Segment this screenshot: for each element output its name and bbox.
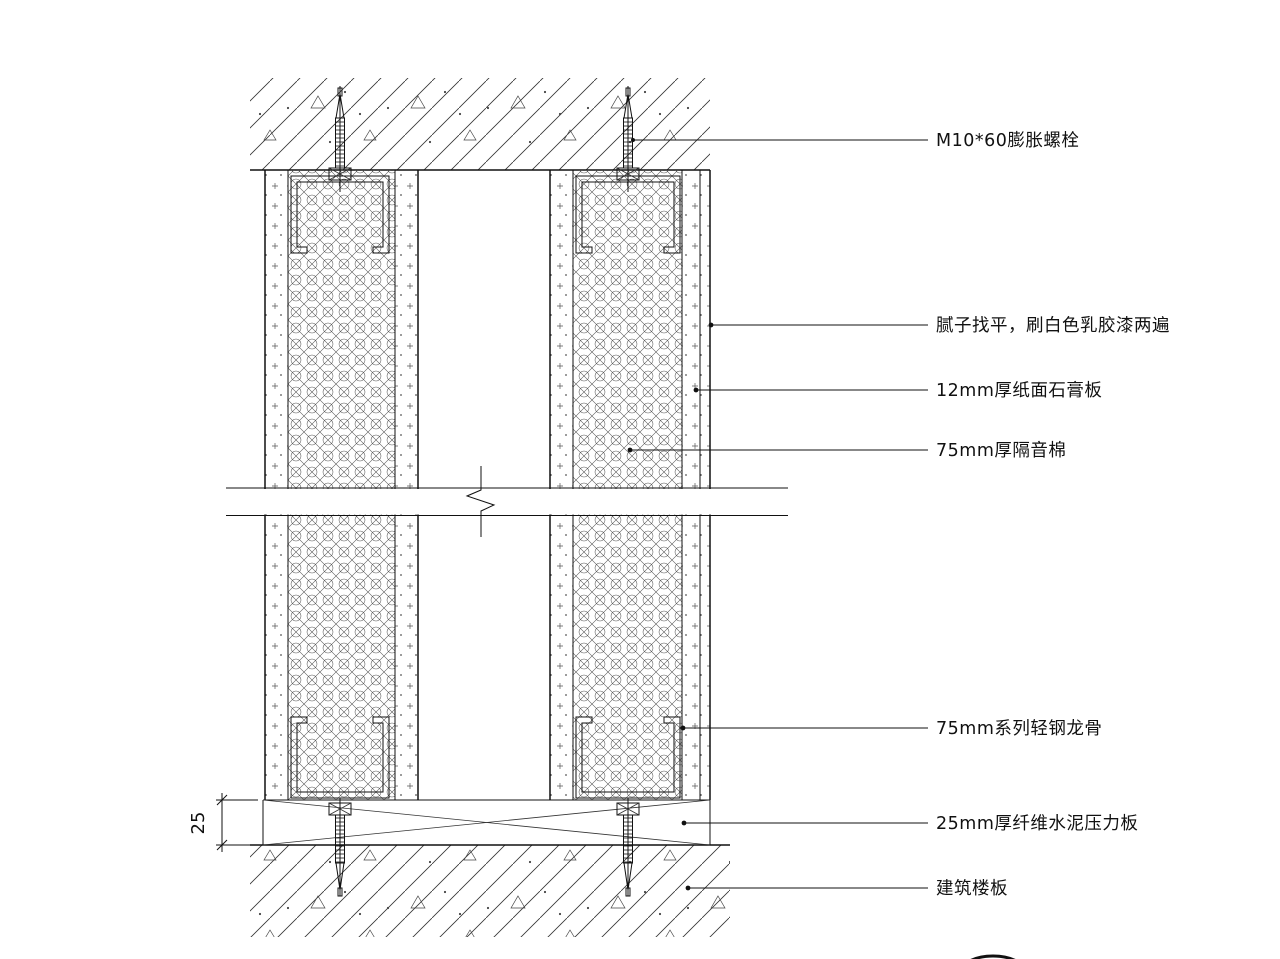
left-wall-assembly [264, 170, 419, 800]
leader-gypsum [693, 387, 928, 393]
cement-pressure-board [262, 799, 711, 846]
expansion-bolt-top-right [616, 86, 640, 192]
expansion-bolt-bottom-right [616, 798, 640, 897]
steel-stud-bottom-right [575, 716, 681, 799]
steel-studs [290, 175, 681, 799]
break-line-symbol [226, 466, 788, 537]
label-insulation: 75mm厚隔音棉 [936, 441, 1066, 461]
right-wall-gypsum-inner [550, 170, 573, 800]
right-wall-gypsum-outer [682, 170, 700, 800]
right-wall-putty-finish [700, 170, 710, 800]
bottom-slab [250, 844, 730, 937]
annotation-labels: M10*60膨胀螺栓 腻子找平，刷白色乳胶漆两遍 12mm厚纸面石膏板 75mm… [936, 131, 1170, 899]
right-wall-assembly [549, 170, 711, 800]
label-gypsum: 12mm厚纸面石膏板 [936, 380, 1102, 401]
dimension-tick-icon [216, 794, 228, 806]
steel-stud-bottom-left [290, 716, 390, 799]
leader-bolt [631, 138, 928, 142]
left-wall-gypsum-inner [395, 170, 418, 800]
top-slab [250, 78, 710, 171]
expansion-bolt-top-left [328, 86, 352, 192]
left-wall-insulation [288, 170, 395, 800]
left-wall-gypsum-outer [265, 170, 288, 800]
right-wall-insulation [573, 170, 682, 800]
leader-lines [627, 138, 928, 891]
label-bolt: M10*60膨胀螺栓 [936, 131, 1079, 151]
leader-stud [680, 725, 928, 731]
expansion-bolt-bottom-left [328, 798, 352, 897]
dimension-value: 25 [188, 812, 209, 835]
label-floor-slab: 建筑楼板 [936, 879, 1008, 899]
dimension-tick-icon [216, 839, 228, 851]
label-putty: 腻子找平，刷白色乳胶漆两遍 [936, 316, 1170, 336]
leader-insulation [627, 447, 928, 453]
label-cement-board: 25mm厚纤维水泥压力板 [936, 814, 1138, 834]
dimension-25: 25 [188, 793, 258, 852]
steel-stud-top-left [290, 175, 390, 254]
detail-bubble-arc [970, 954, 1016, 959]
steel-stud-top-right [575, 175, 681, 254]
label-stud: 75mm系列轻钢龙骨 [936, 719, 1102, 739]
leader-floor-slab [685, 885, 928, 891]
leader-putty [708, 322, 928, 328]
leader-cement-board [681, 820, 928, 826]
zigzag-break-icon [465, 466, 496, 537]
